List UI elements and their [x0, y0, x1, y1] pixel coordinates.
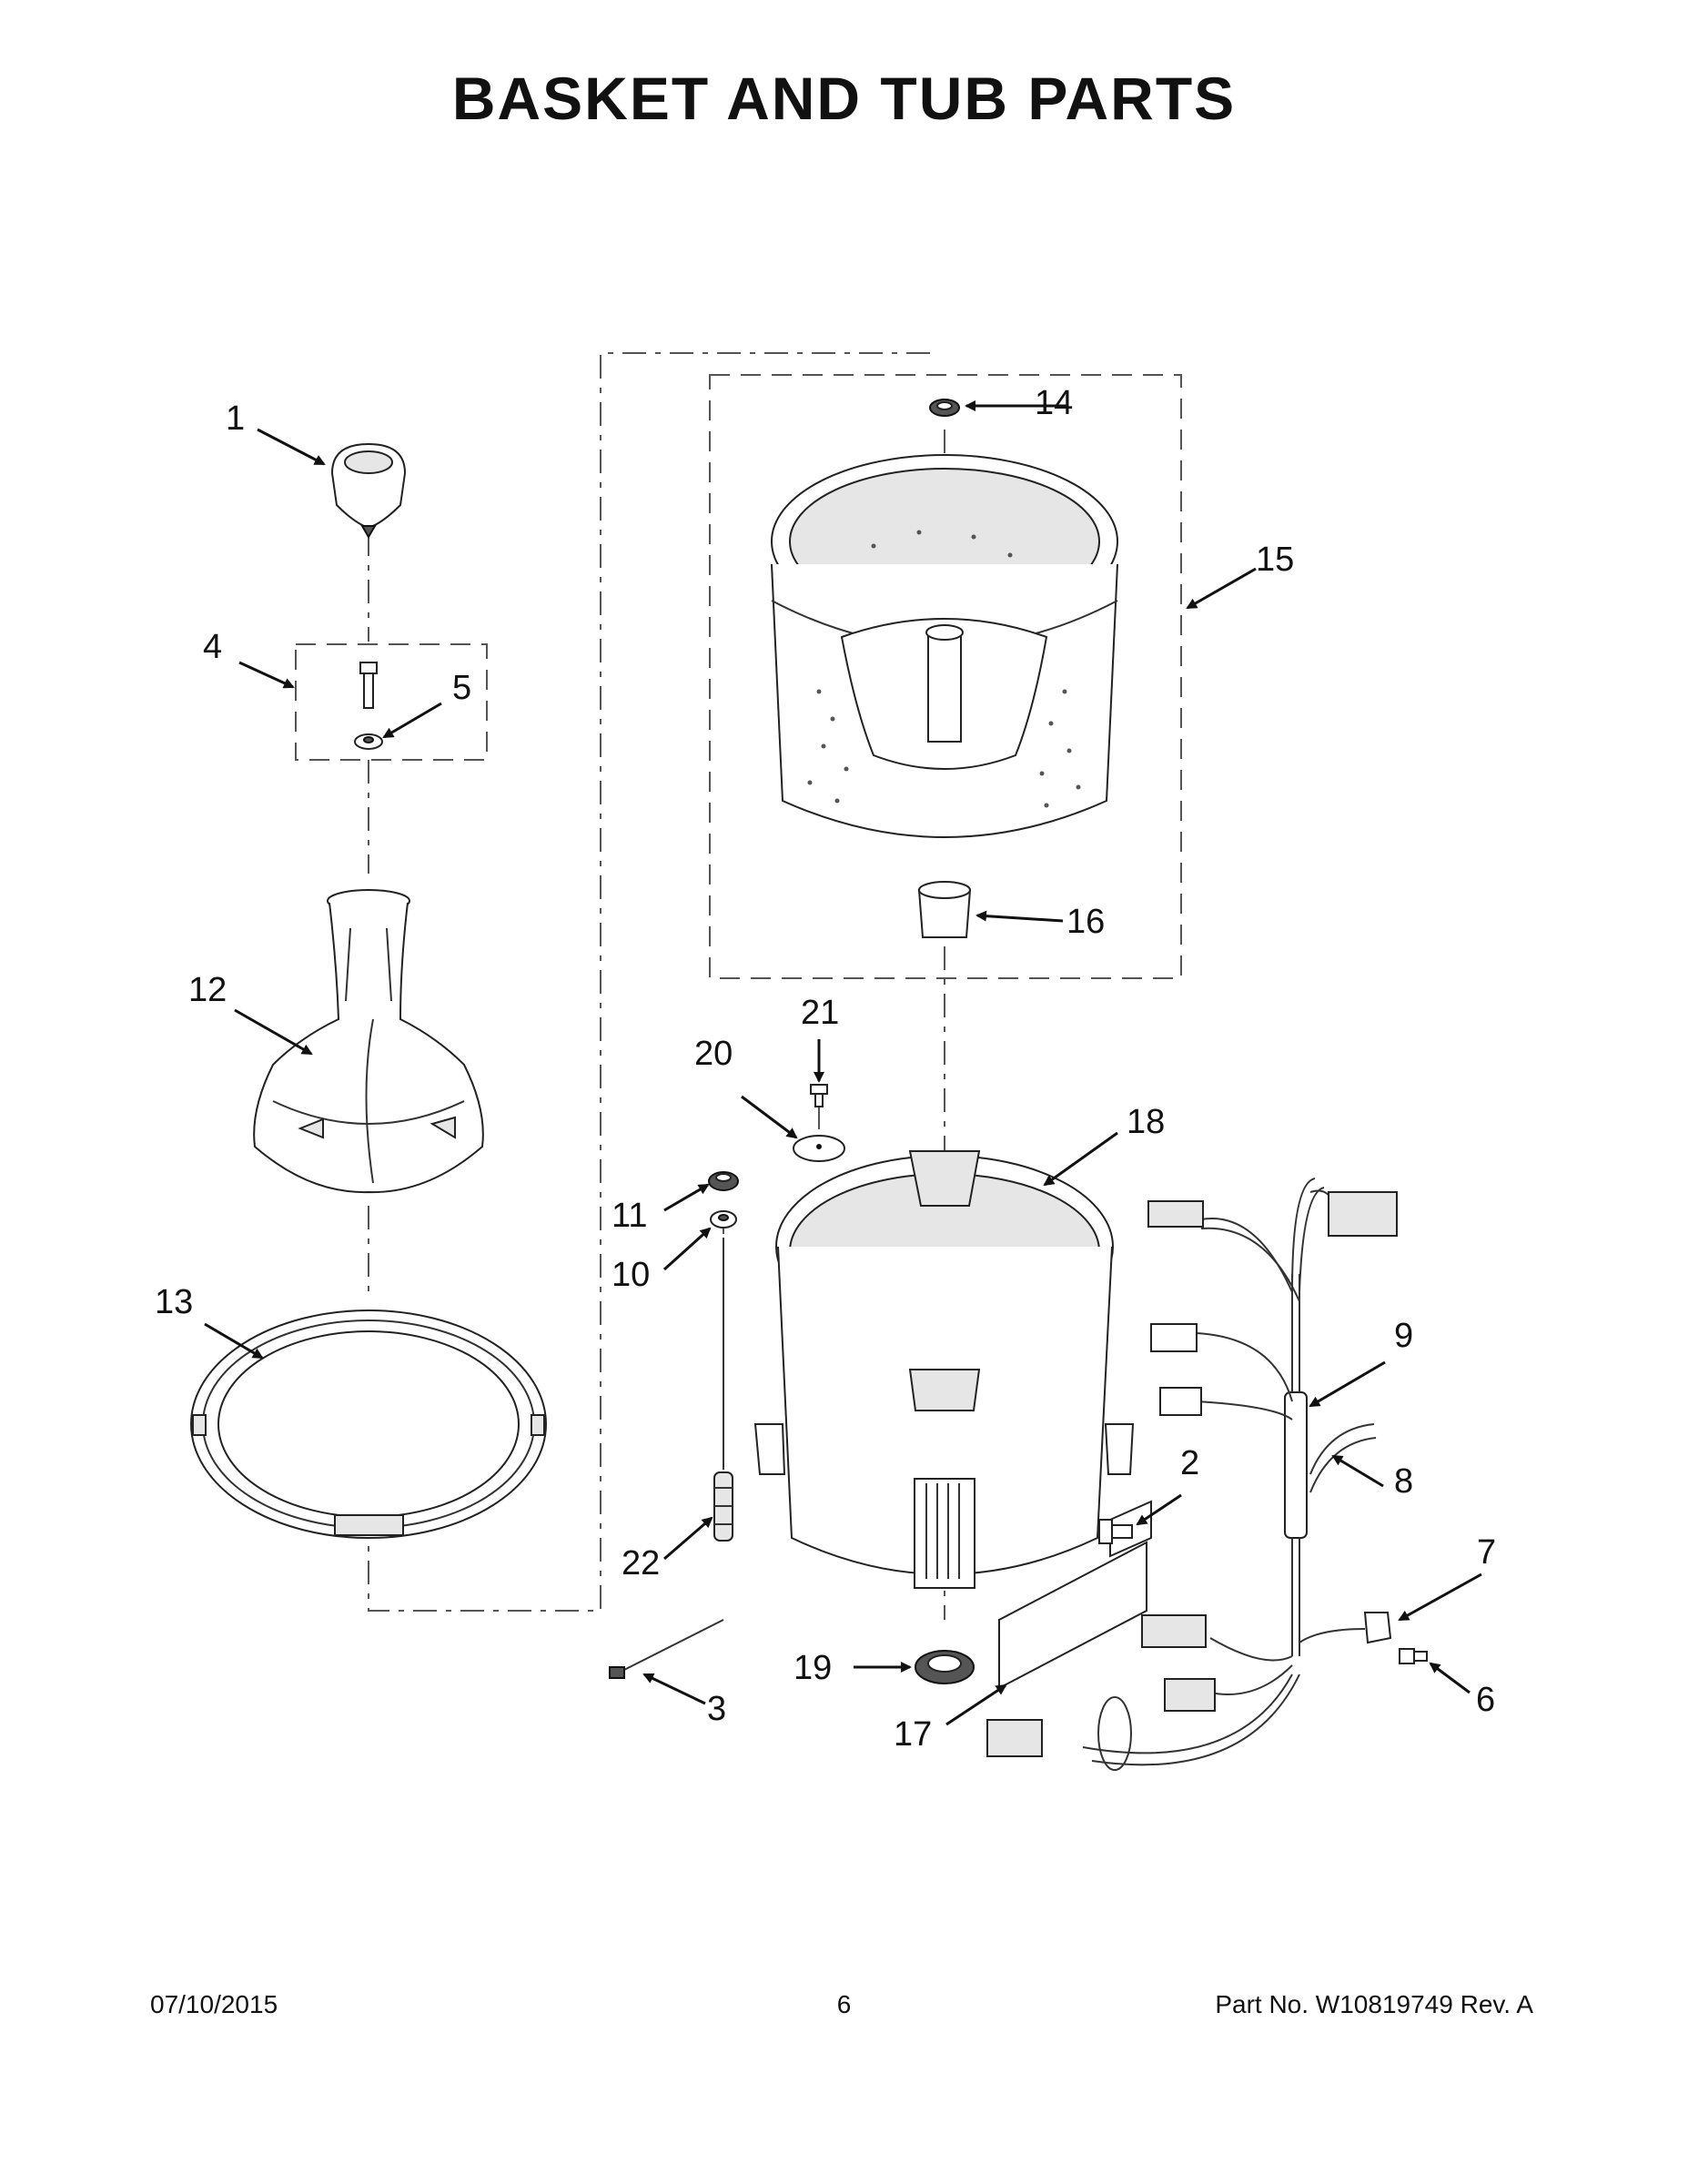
- page-title: BASKET AND TUB PARTS: [451, 65, 1237, 132]
- callout-13: 13: [155, 1283, 193, 1321]
- part-11-air-dome[interactable]: [708, 1171, 739, 1191]
- footer-date: 07/10/2015: [150, 1990, 278, 2018]
- callout-labels: 1 2 3 4 5 6 7 8 9 10 11 12 13 14 15 16 1…: [155, 384, 1496, 1754]
- part-12-agitator[interactable]: [253, 889, 484, 1194]
- part-2-screw[interactable]: [1098, 1519, 1133, 1544]
- part-13-tub-ring[interactable]: [190, 1309, 547, 1539]
- callout-22: 22: [622, 1544, 660, 1582]
- part-6-screw[interactable]: [1399, 1648, 1428, 1664]
- callout-21: 21: [801, 994, 839, 1032]
- footer-part-number: Part No. W10819749 Rev. A: [1215, 1990, 1533, 2018]
- part-9-wire-harness[interactable]: [986, 1178, 1398, 1771]
- callout-19: 19: [793, 1649, 832, 1687]
- callout-3: 3: [707, 1690, 726, 1728]
- part-5-washer[interactable]: [354, 733, 383, 750]
- callout-17: 17: [894, 1715, 932, 1754]
- part-1-cap[interactable]: [330, 442, 407, 539]
- callout-4: 4: [203, 628, 222, 666]
- callout-9: 9: [1394, 1317, 1413, 1355]
- part-3-tie[interactable]: [609, 1619, 724, 1679]
- callout-2: 2: [1180, 1444, 1199, 1482]
- callout-5: 5: [452, 669, 471, 707]
- part-14-nut[interactable]: [929, 399, 960, 417]
- callout-arrows: [204, 400, 1482, 1726]
- callout-10: 10: [612, 1256, 650, 1294]
- part-21-screw[interactable]: [810, 1084, 828, 1107]
- footer-page-number: 6: [836, 1990, 852, 2018]
- part-20-cover[interactable]: [793, 1135, 845, 1162]
- callout-16: 16: [1066, 903, 1105, 941]
- callout-15: 15: [1256, 541, 1294, 579]
- part-8-tube[interactable]: [1309, 1423, 1377, 1493]
- part-22-hose[interactable]: [713, 1238, 733, 1542]
- callout-11: 11: [612, 1197, 647, 1235]
- callout-14: 14: [1035, 384, 1073, 422]
- part-7-clip[interactable]: [1299, 1612, 1392, 1644]
- callout-6: 6: [1476, 1681, 1495, 1719]
- callout-7: 7: [1477, 1533, 1496, 1572]
- callout-20: 20: [694, 1035, 733, 1073]
- part-4-bolt[interactable]: [359, 662, 378, 709]
- part-16-drive-block[interactable]: [917, 881, 972, 938]
- part-10-seal[interactable]: [710, 1210, 737, 1228]
- part-15-basket[interactable]: [771, 454, 1118, 838]
- callout-18: 18: [1127, 1103, 1165, 1141]
- part-19-seal[interactable]: [915, 1650, 975, 1684]
- callout-12: 12: [188, 971, 227, 1009]
- callout-1: 1: [226, 399, 245, 438]
- callout-8: 8: [1394, 1462, 1413, 1501]
- part-18-outer-tub[interactable]: [753, 1150, 1135, 1589]
